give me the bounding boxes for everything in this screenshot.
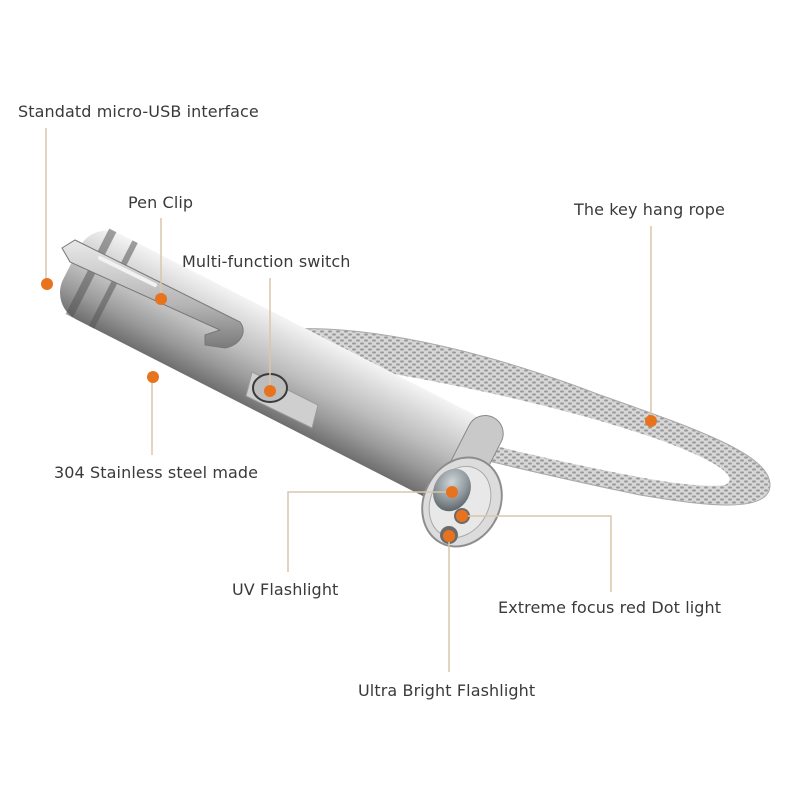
label-usb-interface: Standatd micro-USB interface [18, 102, 259, 121]
label-key-hang-rope: The key hang rope [574, 200, 725, 219]
pen-clip [61, 239, 244, 349]
label-uv-flashlight: UV Flashlight [232, 580, 339, 599]
leader-lines [45, 128, 652, 672]
label-pen-clip: Pen Clip [128, 193, 194, 212]
label-multi-function-switch: Multi-function switch [182, 252, 351, 271]
callout-dots [41, 278, 657, 542]
label-ultra-bright-flashlight: Ultra Bright Flashlight [358, 681, 536, 700]
label-stainless-steel: 304 Stainless steel made [54, 463, 259, 482]
label-red-dot-light: Extreme focus red Dot light [498, 598, 722, 617]
